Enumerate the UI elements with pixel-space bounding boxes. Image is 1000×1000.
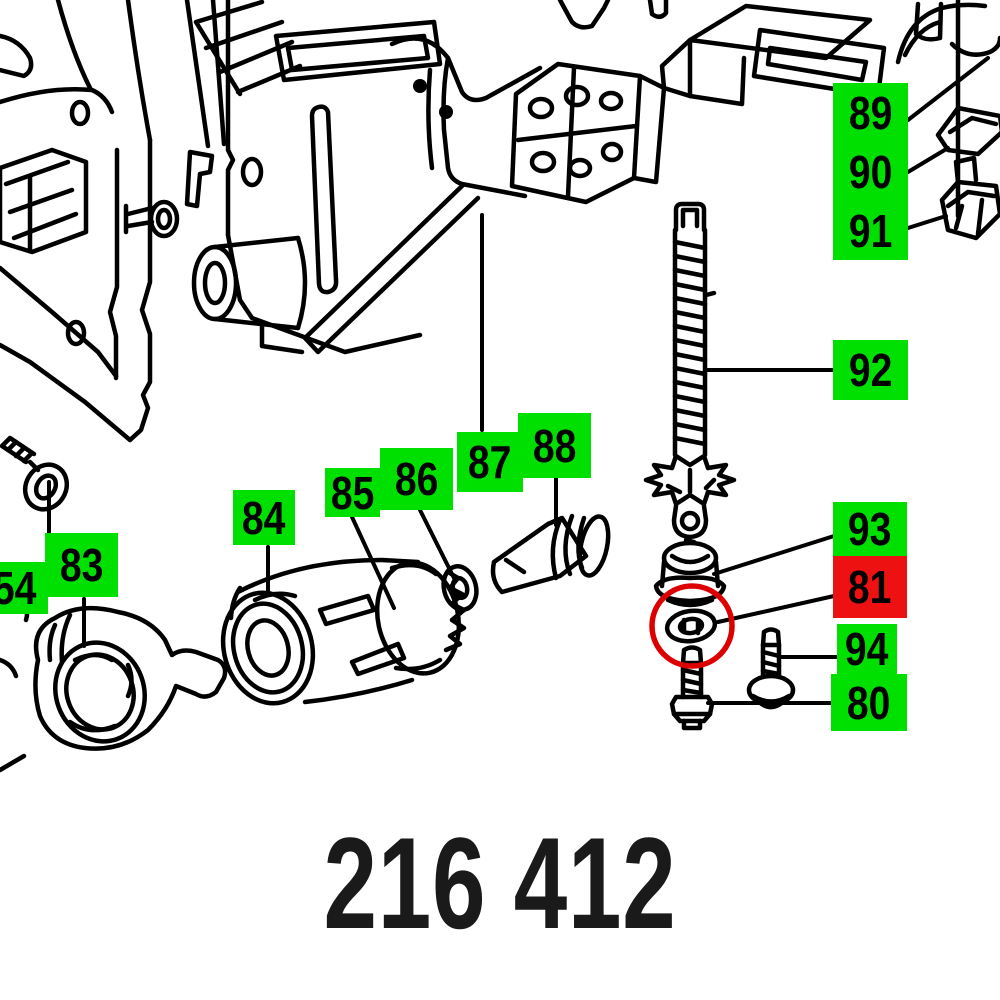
part-label-88[interactable]: 88 <box>518 413 591 478</box>
part-label-86[interactable]: 86 <box>380 448 453 510</box>
knob-top-right <box>895 1 1000 65</box>
screw-94 <box>746 627 796 710</box>
part-number: 216 412 <box>323 810 677 956</box>
part-label-92[interactable]: 92 <box>833 340 908 400</box>
bolt-part <box>939 155 1000 241</box>
washer-81 <box>664 608 718 644</box>
small-screw-left <box>123 199 180 239</box>
part-label-80[interactable]: 80 <box>831 674 907 731</box>
screw-80 <box>669 645 715 731</box>
clamp-knob <box>0 585 228 773</box>
threaded-rod <box>643 201 737 540</box>
shaft-88 <box>490 513 611 595</box>
adjusting-knob <box>220 557 467 706</box>
switch-plate <box>509 0 667 205</box>
part-label-83[interactable]: 83 <box>45 533 118 597</box>
part-label-90[interactable]: 90 <box>833 142 908 201</box>
leader-lines <box>47 56 990 705</box>
nut-part <box>653 537 727 608</box>
switch-block <box>0 147 89 255</box>
part-label-93[interactable]: 93 <box>833 502 907 556</box>
part-label-87[interactable]: 87 <box>457 432 523 492</box>
gasket-plate <box>0 0 153 443</box>
bracket-rod <box>184 0 227 209</box>
part-label-89[interactable]: 89 <box>833 83 908 142</box>
highlight-circle <box>649 583 735 669</box>
part-label-54[interactable]: 54 <box>0 562 48 614</box>
screw-54 <box>0 435 70 512</box>
part-label-84[interactable]: 84 <box>233 490 295 545</box>
washer-86 <box>441 564 479 612</box>
part-label-94[interactable]: 94 <box>837 624 897 674</box>
main-housing <box>191 0 543 355</box>
part-label-81-selected[interactable]: 81 <box>833 556 907 618</box>
part-label-91[interactable]: 91 <box>833 201 908 260</box>
part-label-85[interactable]: 85 <box>325 468 380 517</box>
